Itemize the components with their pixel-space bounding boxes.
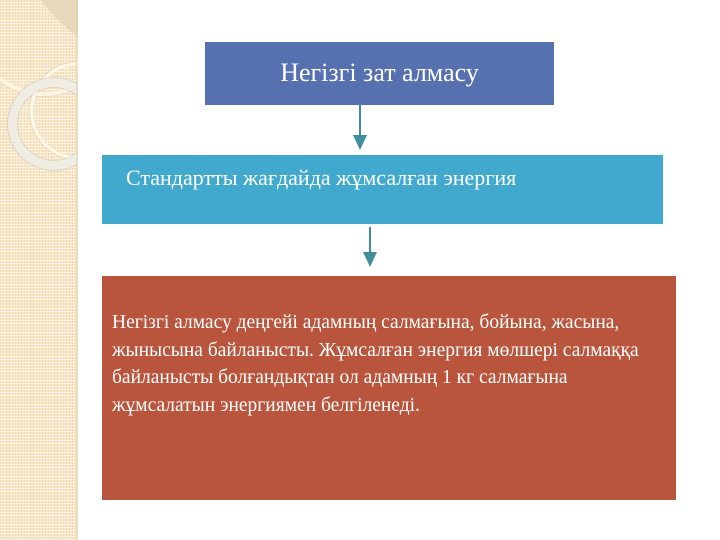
- title-box: Негізгі зат алмасу: [205, 42, 554, 105]
- arrow-title-to-subtitle-icon: [344, 104, 376, 161]
- subtitle-box: Стандартты жағдайда жұмсалған энергия: [102, 155, 663, 224]
- body-text: Негізгі алмасу деңгейі адамның салмағына…: [112, 312, 639, 417]
- arrow-subtitle-to-body-icon: [354, 226, 386, 277]
- sidebar-edge-divider: [76, 0, 78, 540]
- title-text: Негізгі зат алмасу: [280, 58, 479, 88]
- subtitle-text: Стандартты жағдайда жұмсалған энергия: [126, 165, 517, 190]
- decorative-sidebar: [0, 0, 78, 540]
- ring-medium-icon: [8, 78, 78, 170]
- body-box: Негізгі алмасу деңгейі адамның салмағына…: [102, 276, 676, 500]
